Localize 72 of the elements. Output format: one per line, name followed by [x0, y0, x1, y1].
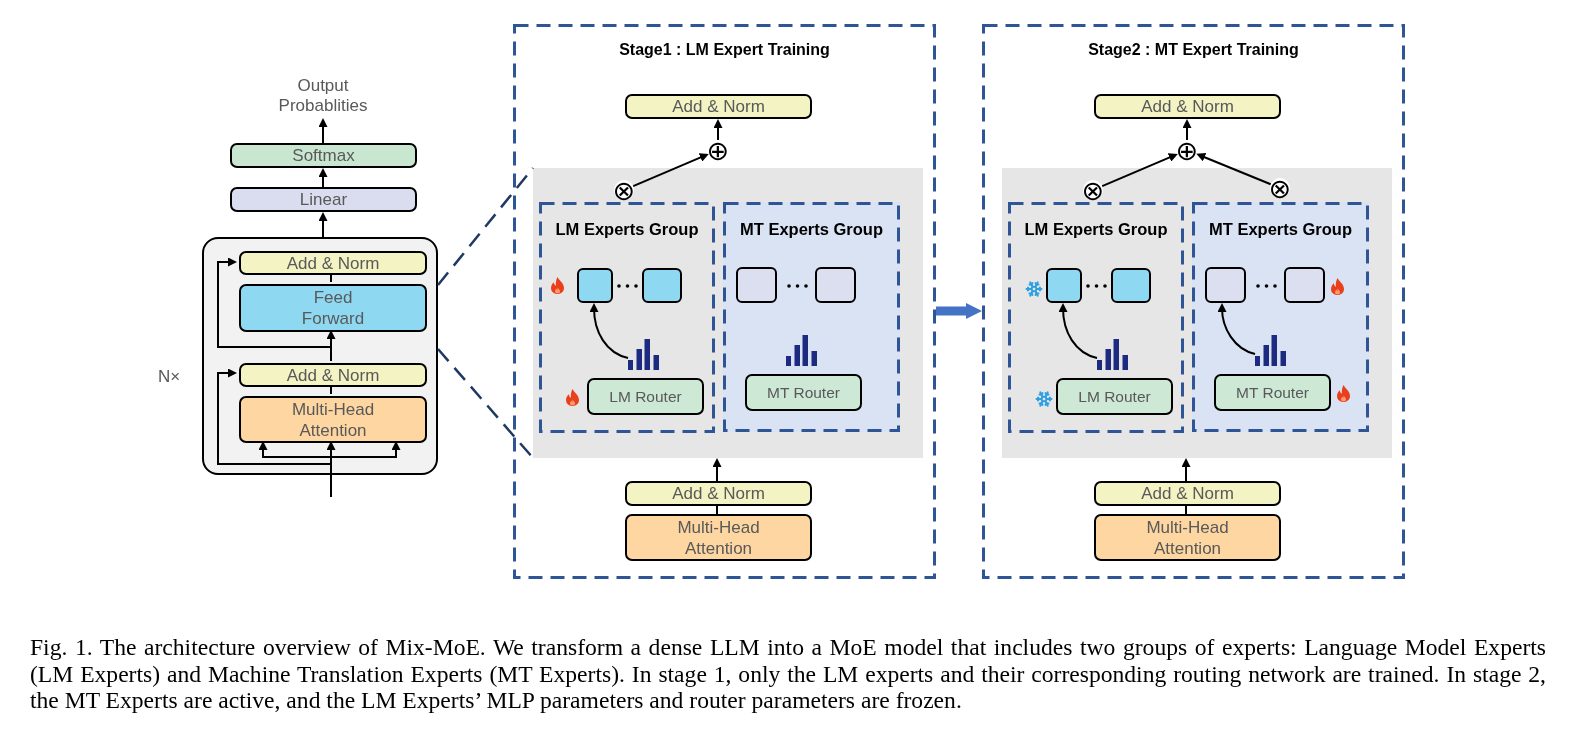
expert-box	[1284, 267, 1325, 303]
figure-caption: Fig. 1. The architecture overview of Mix-MoE. We transform a dense LLM into a MoE model that includes two groups of experts: Language Model Experts (LM Experts) and Machine Translation Experts (MT Experts). In stage 1, only the LM experts and their corresponding routing network are trained. In stage 2, the MT Experts are active, and the LM Experts’ MLP parameters and router parameters are frozen.	[30, 634, 1546, 714]
stage-frame	[513, 24, 936, 579]
expert-box	[736, 267, 777, 303]
encoder-block	[202, 237, 438, 475]
arrow	[1182, 119, 1192, 141]
expert-box	[577, 268, 613, 303]
layer-box: Multi-Head Attention	[239, 396, 427, 443]
layer-box: Add & Norm	[1094, 481, 1281, 506]
connector-line	[330, 272, 332, 283]
connector-line	[330, 384, 332, 395]
layer-box: Add & Norm	[1094, 94, 1281, 119]
layer-box: Softmax	[230, 143, 417, 168]
arrow	[1217, 303, 1256, 355]
layer-box: Add & Norm	[239, 251, 427, 275]
layer-box: Add & Norm	[239, 363, 427, 387]
layer-box: Feed Forward	[239, 284, 427, 332]
bar-chart-icon	[628, 339, 659, 370]
output-label: Output Probablities	[268, 76, 378, 118]
router-box: LM Router	[1056, 378, 1173, 415]
arrow	[713, 119, 723, 141]
repeat-label: N×	[158, 366, 182, 388]
arrow	[632, 153, 709, 188]
layer-box: Linear	[230, 187, 417, 212]
arrow	[1101, 153, 1178, 188]
expert-group	[1192, 202, 1369, 432]
arrow	[589, 303, 629, 359]
arrow	[318, 168, 328, 188]
bar-chart-icon	[1097, 339, 1128, 370]
stage-title: Stage1 : LM Expert Training	[619, 40, 830, 60]
expert-box	[815, 267, 856, 303]
arrow	[1181, 458, 1191, 482]
operator-symbol: ⊗	[1270, 178, 1290, 198]
expert-box	[642, 268, 682, 303]
connector-line	[716, 505, 718, 515]
moe-panel	[1002, 168, 1392, 458]
layer-box: Add & Norm	[625, 94, 812, 119]
arrow	[217, 257, 332, 362]
arrow	[318, 118, 328, 144]
stage-frame	[982, 24, 1405, 579]
arrow	[318, 212, 328, 238]
router-box: MT Router	[745, 374, 862, 411]
bar-chart-icon	[1255, 335, 1286, 366]
expert-box	[1205, 267, 1246, 303]
expert-group	[723, 202, 900, 432]
group-heading: MT Experts Group	[740, 219, 883, 239]
operator-symbol: ⊗	[1083, 180, 1103, 200]
group-heading: MT Experts Group	[1209, 219, 1352, 239]
expert-box	[1111, 268, 1151, 303]
router-box: MT Router	[1214, 374, 1331, 411]
operator-symbol: ⊗	[614, 180, 634, 200]
operator-symbol: ⊕	[1177, 140, 1197, 160]
moe-panel	[533, 168, 923, 458]
block-arrow	[936, 303, 982, 319]
dashed-line	[437, 167, 534, 286]
dashed-line	[437, 348, 534, 459]
group-heading: LM Experts Group	[555, 219, 699, 239]
group-heading: LM Experts Group	[1024, 219, 1168, 239]
expert-box	[1046, 268, 1082, 303]
operator-symbol: ⊕	[708, 140, 728, 160]
arrow	[1196, 153, 1272, 186]
stage-title: Stage2 : MT Expert Training	[1088, 40, 1299, 60]
expert-group	[1008, 202, 1184, 433]
arrow	[712, 458, 722, 482]
bar-chart-icon	[786, 335, 817, 366]
connector-line	[1185, 505, 1187, 515]
router-box: LM Router	[587, 378, 704, 415]
layer-box: Add & Norm	[625, 481, 812, 506]
arrow	[1058, 303, 1098, 359]
expert-group	[539, 202, 715, 433]
layer-box: Multi-Head Attention	[1094, 514, 1281, 561]
layer-box: Multi-Head Attention	[625, 514, 812, 561]
